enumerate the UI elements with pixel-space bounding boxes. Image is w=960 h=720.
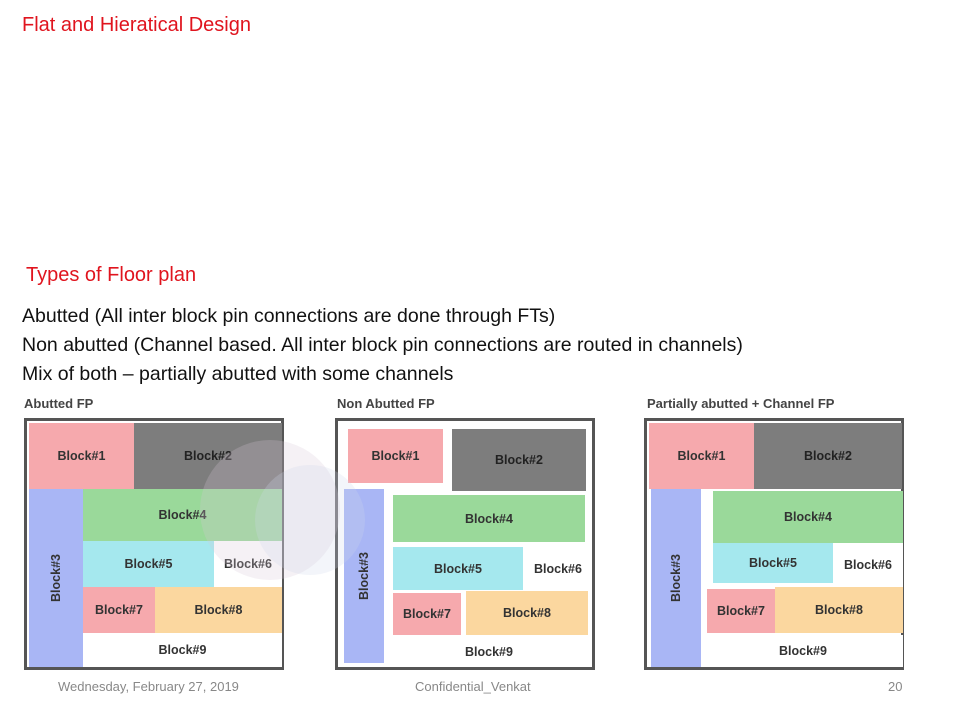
block-5: Block#5 (393, 547, 523, 590)
bullet-non-abutted: Non abutted (Channel based. All inter bl… (22, 334, 743, 356)
block-7: Block#7 (393, 593, 461, 635)
bullet-mix: Mix of both – partially abutted with som… (22, 363, 454, 385)
panel-label-non-abutted: Non Abutted FP (337, 396, 435, 411)
block-7: Block#7 (707, 589, 775, 633)
block-5: Block#5 (83, 541, 214, 587)
block-5: Block#5 (713, 543, 833, 583)
block-7: Block#7 (83, 587, 155, 633)
block-3: Block#3 (344, 489, 384, 663)
block-6: Block#6 (525, 547, 591, 590)
block-6: Block#6 (214, 541, 282, 587)
slide-title: Flat and Hieratical Design (22, 14, 251, 36)
block-4: Block#4 (713, 491, 903, 543)
block-9: Block#9 (703, 635, 903, 667)
block-2: Block#2 (134, 423, 282, 489)
block-6: Block#6 (833, 543, 903, 587)
floorplan-partial: Block#1 Block#2 Block#3 Block#4 Block#5 … (644, 418, 904, 670)
block-2: Block#2 (452, 429, 586, 491)
block-3: Block#3 (29, 489, 83, 667)
section-heading: Types of Floor plan (26, 264, 197, 286)
block-1: Block#1 (348, 429, 443, 483)
footer-confidential: Confidential_Venkat (415, 679, 531, 694)
bullet-list: Abutted (All inter block pin connections… (22, 302, 743, 389)
panel-label-abutted: Abutted FP (24, 396, 94, 411)
page-number: 20 (888, 679, 903, 694)
floorplan-non-abutted: Block#1 Block#2 Block#3 Block#4 Block#5 … (335, 418, 595, 670)
block-1: Block#1 (649, 423, 754, 489)
block-2: Block#2 (754, 423, 902, 489)
block-8: Block#8 (155, 587, 282, 633)
block-1: Block#1 (29, 423, 134, 489)
footer-date: Wednesday, February 27, 2019 (58, 679, 239, 694)
block-4: Block#4 (83, 489, 282, 541)
panel-label-partial: Partially abutted + Channel FP (647, 396, 835, 411)
bullet-abutted: Abutted (All inter block pin connections… (22, 305, 556, 327)
block-8: Block#8 (466, 591, 588, 635)
block-8: Block#8 (775, 587, 903, 633)
block-4: Block#4 (393, 495, 585, 542)
floorplan-abutted: Block#1 Block#2 Block#3 Block#4 Block#5 … (24, 418, 284, 670)
block-3: Block#3 (651, 489, 701, 667)
block-9: Block#9 (393, 637, 585, 667)
block-9: Block#9 (83, 633, 282, 667)
